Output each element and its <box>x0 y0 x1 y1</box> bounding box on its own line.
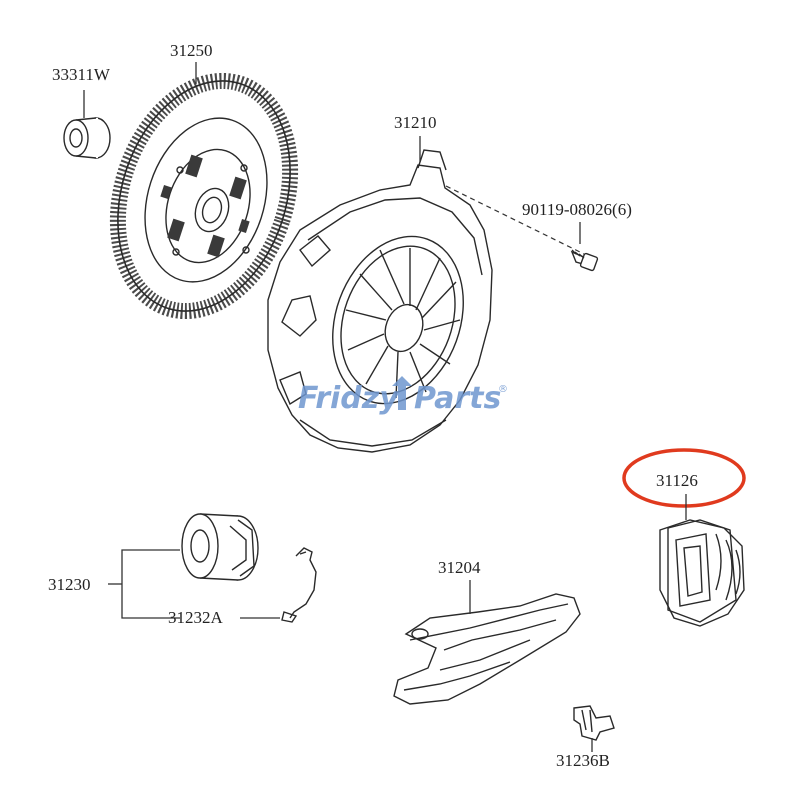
watermark-arrow-icon <box>392 376 412 410</box>
label-31236b: 31236B <box>556 751 610 770</box>
watermark-logo: Fridzy Parts ® <box>298 376 508 416</box>
label-31250: 31250 <box>170 41 213 60</box>
label-31232a: 31232A <box>168 608 224 627</box>
label-33311w: 33311W <box>52 65 111 84</box>
clutch-cover-drawing <box>267 149 493 453</box>
clutch-disc-drawing <box>109 72 299 320</box>
label-31230: 31230 <box>48 575 91 594</box>
highlight-circle <box>622 448 746 508</box>
label-bolt: 90119-08026(6) <box>522 200 632 219</box>
label-31204: 31204 <box>438 558 481 577</box>
boot-drawing <box>659 519 745 627</box>
watermark-brand-right: Parts <box>414 381 501 416</box>
watermark-brand-left: Fridzy <box>298 381 400 416</box>
bolt-dashed-line <box>445 185 585 255</box>
pivot-stud-drawing <box>573 705 615 741</box>
watermark-trademark: ® <box>498 384 508 395</box>
label-31126: 31126 <box>656 471 698 490</box>
release-bearing-drawing <box>181 513 259 581</box>
bolt-drawing <box>570 249 599 272</box>
label-31210: 31210 <box>394 113 437 132</box>
clip-drawing <box>281 547 317 623</box>
release-fork-drawing <box>393 593 581 705</box>
bearing-33311w-drawing <box>63 117 111 159</box>
